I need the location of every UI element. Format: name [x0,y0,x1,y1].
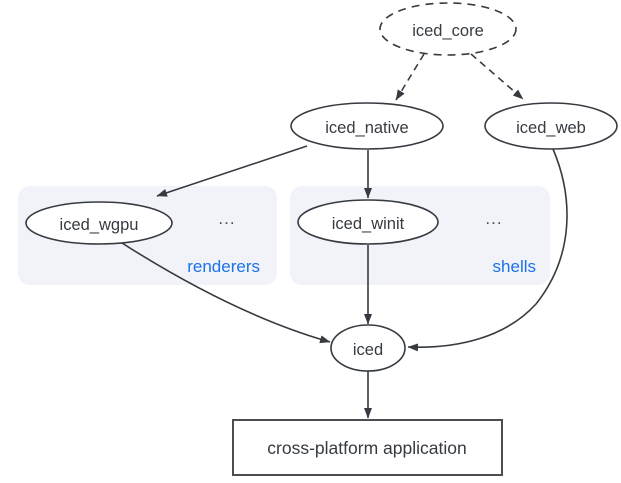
node-iced_web: iced_web [484,102,618,150]
iced_native-label: iced_native [325,119,408,137]
edge-iced_core-iced_web [470,53,524,100]
iced_native-ellipse [290,102,444,150]
app-rect [232,419,503,476]
node-app: cross-platform application [232,419,503,476]
iced_winit-ellipse [297,199,439,245]
iced_web-ellipse [484,102,618,150]
app-label: cross-platform application [267,438,466,458]
node-iced_native: iced_native [290,102,444,150]
node-iced_wgpu: iced_wgpu [25,201,173,245]
edge-iced_core-iced_native [395,53,425,101]
renderers-group-label: renderers [187,257,260,276]
node-iced_winit: iced_winit [297,199,439,245]
edge-iced_wgpu-iced [121,242,331,344]
iced_web-label: iced_web [516,119,586,137]
shells-group-label: shells [493,257,536,276]
node-iced: iced [330,324,406,372]
renderers-ellipsis: ... [218,209,235,228]
iced_core-ellipse [379,2,517,56]
node-iced_core: iced_core [379,2,517,56]
iced-ellipse [330,324,406,372]
iced_wgpu-ellipse [25,201,173,245]
shells-ellipsis: ... [485,209,502,228]
edge-iced_web-iced [407,148,568,352]
iced_wgpu-label: iced_wgpu [60,216,139,234]
edge-iced_native-iced_wgpu [156,145,308,197]
iced_core-label: iced_core [412,22,484,40]
iced_winit-label: iced_winit [332,215,405,233]
iced-label: iced [353,341,383,359]
